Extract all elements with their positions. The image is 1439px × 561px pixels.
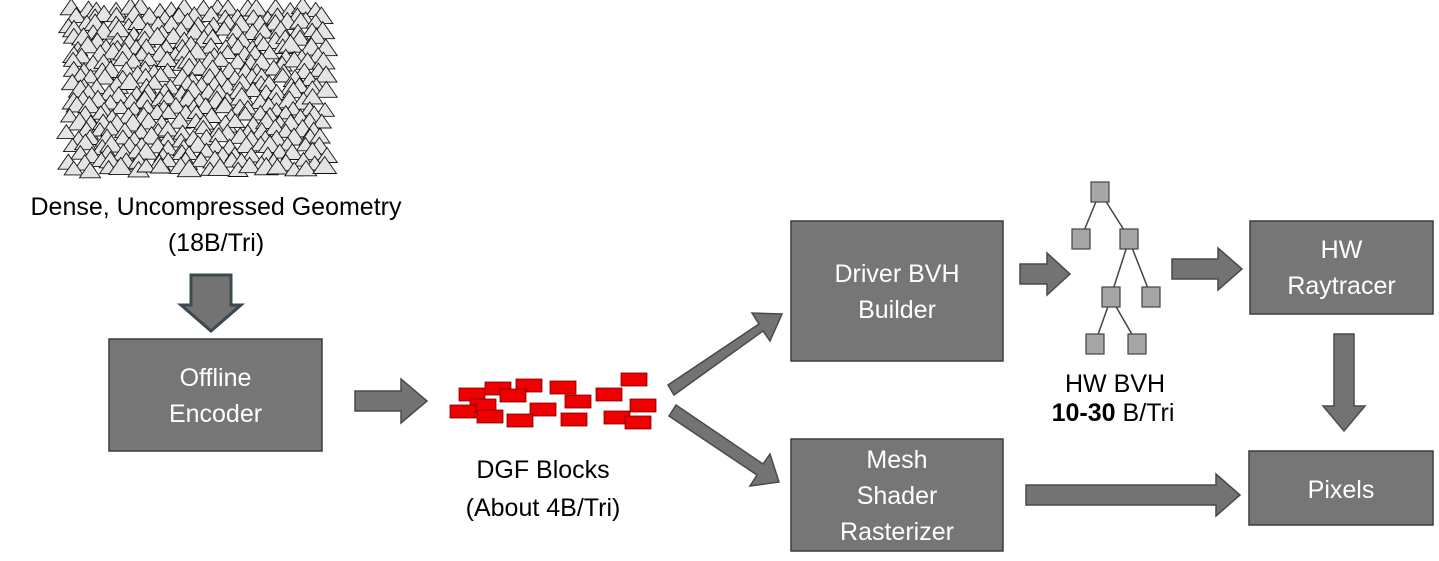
driver-bvh-line1: Driver BVH xyxy=(834,260,959,288)
mesh-triangle xyxy=(311,113,333,129)
mesh-triangle xyxy=(149,157,172,174)
hw-bvh-label-line1: HW BVH xyxy=(1065,370,1165,398)
mesh-triangle xyxy=(314,102,336,117)
hw-bvh-bytes-range: 10-30 xyxy=(1052,399,1116,427)
mesh-triangle xyxy=(272,67,294,83)
mesh-triangle xyxy=(282,50,306,68)
mesh-triangle xyxy=(238,156,262,174)
arrow-encoder-to-blocks xyxy=(354,377,429,425)
mesh-triangle xyxy=(314,80,339,98)
mesh-triangle xyxy=(117,71,143,90)
dgf-label-line1: DGF Blocks xyxy=(476,456,609,484)
mesh-shader-line2: Shader xyxy=(857,482,938,510)
geometry-label-line2: (18B/Tri) xyxy=(168,229,264,257)
arrow-blocks-to-bvh-builder xyxy=(666,312,784,397)
mesh-triangle xyxy=(207,157,233,177)
offline-encoder-line1: Offline xyxy=(180,364,252,392)
mesh-triangle xyxy=(136,6,162,25)
hw-bvh-bytes-unit: B/Tri xyxy=(1116,399,1175,427)
mesh-triangle xyxy=(107,156,134,176)
hw-raytracer-box: HW Raytracer xyxy=(1249,220,1434,315)
dgf-block xyxy=(620,372,648,387)
dgf-block xyxy=(624,415,652,430)
arrow-bvh-to-raytracer xyxy=(1171,246,1244,292)
mesh-triangle xyxy=(242,81,264,97)
hw-raytracer-line2: Raytracer xyxy=(1287,272,1395,300)
dgf-block xyxy=(476,409,504,424)
dgf-block xyxy=(549,380,577,395)
arrow-blocks-to-mesh-shader xyxy=(667,403,780,487)
offline-encoder-line2: Encoder xyxy=(169,400,262,428)
driver-bvh-builder-box: Driver BVH Builder xyxy=(790,220,1004,362)
mesh-triangle xyxy=(226,53,249,70)
mesh-triangle xyxy=(144,26,171,45)
bvh-tree-icon xyxy=(1071,181,1161,355)
offline-encoder-box: Offline Encoder xyxy=(108,338,323,452)
mesh-triangle xyxy=(127,13,150,30)
mesh-triangle xyxy=(59,108,80,123)
mesh-triangle xyxy=(301,88,324,105)
dgf-block xyxy=(529,402,557,417)
pixels-label: Pixels xyxy=(1308,476,1375,504)
dgf-block xyxy=(499,388,527,403)
dgf-blocks-icon xyxy=(449,372,657,430)
mesh-triangle xyxy=(208,127,230,143)
pixels-box: Pixels xyxy=(1248,450,1434,526)
mesh-triangle xyxy=(266,157,289,175)
mesh-triangle xyxy=(136,157,157,173)
mesh-triangle xyxy=(176,158,202,178)
mesh-triangle xyxy=(259,44,280,60)
mesh-shader-line3: Rasterizer xyxy=(840,518,954,546)
mesh-triangle xyxy=(277,34,304,53)
mesh-triangle xyxy=(136,111,161,130)
mesh-triangle xyxy=(224,112,246,128)
mesh-triangle xyxy=(312,155,338,174)
hw-bvh-label-line2: 10-30 B/Tri xyxy=(1052,399,1175,427)
mesh-triangle xyxy=(93,67,117,85)
arrow-mesh-shader-to-pixels xyxy=(1025,472,1242,518)
arrow-raytracer-to-pixels xyxy=(1321,333,1367,433)
mesh-triangle xyxy=(213,20,235,36)
mesh-triangle xyxy=(78,161,102,179)
dgf-block xyxy=(506,413,534,428)
mesh-triangle xyxy=(209,50,232,67)
mesh-shader-rasterizer-box: Mesh Shader Rasterizer xyxy=(790,438,1004,552)
mesh-triangle xyxy=(158,104,179,120)
driver-bvh-line2: Builder xyxy=(858,296,936,324)
dgf-block xyxy=(629,398,657,413)
dgf-block xyxy=(449,404,477,419)
dgf-block xyxy=(564,394,592,409)
mesh-triangle xyxy=(63,160,84,176)
dgf-label-line2: (About 4B/Tri) xyxy=(466,494,621,522)
dense-triangle-mesh-icon xyxy=(56,0,339,179)
mesh-triangle xyxy=(213,96,237,114)
dgf-block xyxy=(560,412,588,427)
mesh-shader-line1: Mesh xyxy=(866,446,927,474)
hw-raytracer-line1: HW xyxy=(1321,236,1363,264)
geometry-label-line1: Dense, Uncompressed Geometry xyxy=(31,193,402,221)
mesh-triangle xyxy=(235,105,256,121)
mesh-triangle xyxy=(294,159,318,177)
mesh-triangle xyxy=(80,68,101,84)
mesh-triangle xyxy=(167,111,192,129)
dgf-block xyxy=(595,387,623,402)
arrow-builder-to-bvh xyxy=(1019,251,1072,297)
arrow-down-to-encoder xyxy=(176,273,246,333)
mesh-triangle xyxy=(56,124,77,139)
mesh-triangle xyxy=(110,98,132,114)
